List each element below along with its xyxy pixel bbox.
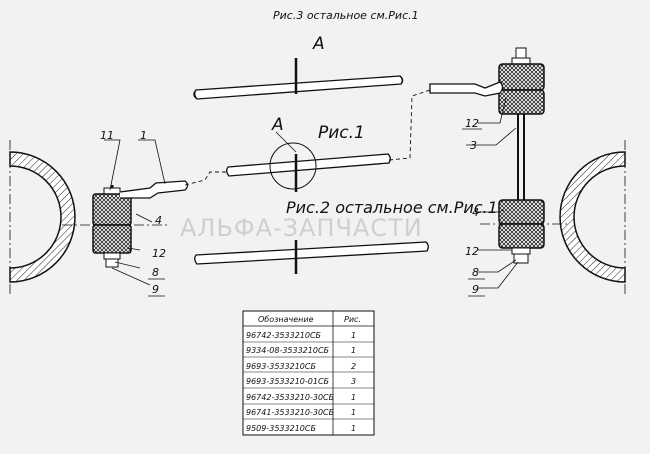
left-frame-section [9, 140, 76, 295]
left-mount-assembly [62, 180, 189, 268]
table-cell: 96742-3533210СБ [246, 331, 322, 340]
fig2-caption: Рис.2 остальное см.Рис.1 [286, 198, 498, 217]
table-cell: 9693-3533210-01СБ [246, 377, 330, 386]
table-header-designation: Обозначение [258, 315, 314, 324]
table-cell: 96742-3533210-30СБ [246, 393, 335, 402]
leader-lines [104, 97, 519, 289]
table-cell: 2 [351, 362, 356, 371]
fig1-caption: Рис.1 [318, 123, 365, 143]
fig1-bar [226, 142, 391, 192]
table-cell: 1 [351, 393, 356, 402]
table-cell: 9509-3533210СБ [246, 424, 316, 433]
view-a-top-label: А [312, 34, 325, 54]
callout-left-9: 9 [152, 283, 159, 296]
fig2-bar [194, 240, 429, 274]
callout-right-9: 9 [472, 283, 479, 296]
right-frame-section [559, 140, 626, 295]
table-cell: 3 [351, 377, 356, 386]
callout-right-4: 4 [472, 206, 479, 219]
table-cell: 1 [351, 331, 356, 340]
designation-table: Обозначение Рис. 96742-3533210СБ 1 9334-… [242, 310, 375, 436]
callout-left-12: 12 [152, 247, 166, 260]
watermark: АЛЬФА-ЗАПЧАСТИ [180, 214, 423, 242]
table-cell: 96741-3533210-30СБ [246, 408, 335, 417]
table-cell: 1 [351, 424, 356, 433]
view-a-mid-label: А [271, 115, 284, 135]
callout-left-4: 4 [155, 214, 162, 227]
callout-left-1: 1 [140, 129, 147, 142]
callout-right-8: 8 [472, 266, 479, 279]
callout-right-12-bot: 12 [465, 245, 479, 258]
table-cell: 1 [351, 408, 356, 417]
callout-right-3: 3 [470, 139, 477, 152]
callout-left-8: 8 [152, 266, 159, 279]
callout-left-11: 11 [100, 129, 114, 142]
table-cell: 1 [351, 346, 356, 355]
right-mount-assembly [429, 47, 570, 264]
table-cell: 9334-08-3533210СБ [246, 346, 330, 355]
table-header-fig: Рис. [344, 315, 361, 324]
callout-right-12-top: 12 [465, 117, 479, 130]
linkage-route [184, 89, 431, 186]
fig3-bar [193, 58, 404, 100]
fig3-caption: Рис.3 остальное см.Рис.1 [273, 9, 419, 22]
table-cell: 9693-3533210СБ [246, 362, 316, 371]
